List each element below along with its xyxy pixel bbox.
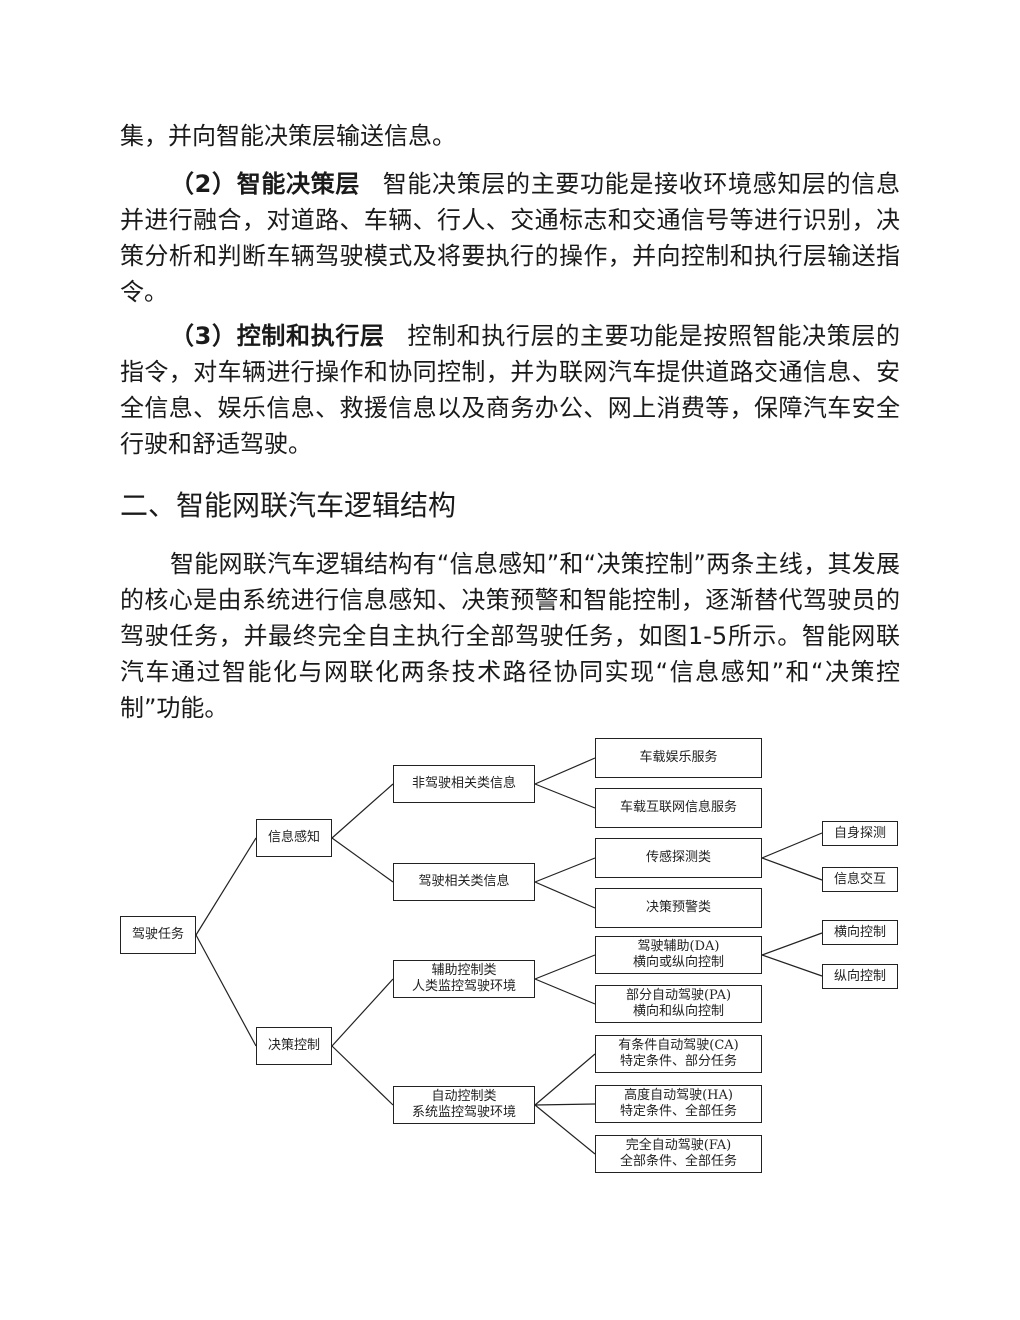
- paragraph-continuation: 集，并向智能决策层输送信息。: [120, 122, 456, 150]
- node-partial-automation: 部分自动驾驶(PA) 横向和纵向控制: [595, 985, 762, 1023]
- node-assist-control-label-1: 辅助控制类: [431, 963, 497, 978]
- node-high-automation-label-2: 特定条件、全部任务: [619, 1104, 737, 1119]
- node-driving-info: 驾驶相关类信息: [393, 863, 535, 901]
- node-sensor-detection-label: 传感探测类: [645, 850, 711, 865]
- paragraph-logic-structure: 智能网联汽车逻辑结构有“信息感知”和“决策控制”两条主线，其发展的核心是由系统进…: [120, 550, 900, 722]
- control-layer-label: （3）控制和执行层: [170, 322, 385, 350]
- node-assist-control: 辅助控制类 人类监控驾驶环境: [393, 960, 535, 998]
- node-info-exchange: 信息交互: [822, 867, 898, 892]
- node-driving-task-label: 驾驶任务: [131, 927, 184, 942]
- node-info-perception-label: 信息感知: [267, 830, 320, 845]
- paragraph-control-layer: （3）控制和执行层控制和执行层的主要功能是按照智能决策层的指令，对车辆进行操作和…: [120, 318, 900, 462]
- node-non-driving-info: 非驾驶相关类信息: [393, 765, 535, 803]
- node-conditional-automation-label-2: 特定条件、部分任务: [619, 1054, 737, 1069]
- node-lateral-control-label: 横向控制: [833, 924, 886, 940]
- node-full-automation-label-1: 完全自动驾驶(FA): [625, 1138, 732, 1153]
- node-info-perception: 信息感知: [256, 819, 332, 857]
- node-internet-service-label: 车载互联网信息服务: [619, 800, 737, 815]
- connector-lines: [195, 757, 823, 1155]
- node-driver-assistance-label-1: 驾驶辅助(DA): [637, 939, 720, 954]
- node-decision-warning: 决策预警类: [595, 888, 762, 928]
- node-auto-control-label-1: 自动控制类: [431, 1089, 497, 1104]
- node-longitudinal-control: 纵向控制: [822, 964, 898, 989]
- node-full-automation: 完全自动驾驶(FA) 全部条件、全部任务: [595, 1135, 762, 1173]
- node-high-automation-label-1: 高度自动驾驶(HA): [624, 1088, 733, 1103]
- node-partial-automation-label-2: 横向和纵向控制: [632, 1004, 724, 1019]
- node-decision-control-label: 决策控制: [267, 1038, 320, 1053]
- logic-structure-diagram: 驾驶任务 信息感知 决策控制 非驾驶相关类信息 驾驶相关类信息 辅助控制类 人类…: [110, 730, 910, 1190]
- node-conditional-automation-label-1: 有条件自动驾驶(CA): [618, 1038, 739, 1053]
- node-driver-assistance-label-2: 横向或纵向控制: [632, 955, 724, 970]
- control-layer-text: 控制和执行层的主要功能是按照智能决策层的指令，对车辆进行操作和协同控制，并为联网…: [120, 322, 900, 458]
- node-sensor-detection: 传感探测类: [595, 838, 762, 878]
- node-decision-warning-label: 决策预警类: [645, 900, 711, 915]
- node-self-detection-label: 自身探测: [833, 825, 886, 841]
- section-heading: 二、智能网联汽车逻辑结构: [120, 489, 457, 522]
- node-high-automation: 高度自动驾驶(HA) 特定条件、全部任务: [595, 1085, 762, 1123]
- node-driving-task: 驾驶任务: [120, 916, 196, 954]
- node-longitudinal-control-label: 纵向控制: [833, 968, 886, 984]
- node-lateral-control: 横向控制: [822, 920, 898, 945]
- node-info-exchange-label: 信息交互: [833, 871, 886, 887]
- node-assist-control-label-2: 人类监控驾驶环境: [411, 979, 516, 994]
- node-auto-control: 自动控制类 系统监控驾驶环境: [393, 1086, 535, 1124]
- node-internet-service: 车载互联网信息服务: [595, 788, 762, 828]
- node-partial-automation-label-1: 部分自动驾驶(PA): [625, 988, 732, 1003]
- node-entertainment-service-label: 车载娱乐服务: [639, 750, 718, 765]
- paragraph-decision-layer: （2）智能决策层智能决策层的主要功能是接收环境感知层的信息并进行融合，对道路、车…: [120, 166, 900, 310]
- node-decision-control: 决策控制: [256, 1027, 332, 1065]
- node-auto-control-label-2: 系统监控驾驶环境: [411, 1105, 516, 1120]
- node-full-automation-label-2: 全部条件、全部任务: [619, 1154, 737, 1169]
- decision-layer-text: 智能决策层的主要功能是接收环境感知层的信息并进行融合，对道路、车辆、行人、交通标…: [120, 170, 901, 306]
- node-non-driving-info-label: 非驾驶相关类信息: [411, 776, 516, 791]
- node-conditional-automation: 有条件自动驾驶(CA) 特定条件、部分任务: [595, 1035, 762, 1073]
- node-driving-info-label: 驾驶相关类信息: [418, 874, 510, 889]
- node-entertainment-service: 车载娱乐服务: [595, 738, 762, 778]
- node-driver-assistance: 驾驶辅助(DA) 横向或纵向控制: [595, 936, 762, 974]
- decision-layer-label: （2）智能决策层: [170, 170, 361, 198]
- node-self-detection: 自身探测: [822, 821, 898, 846]
